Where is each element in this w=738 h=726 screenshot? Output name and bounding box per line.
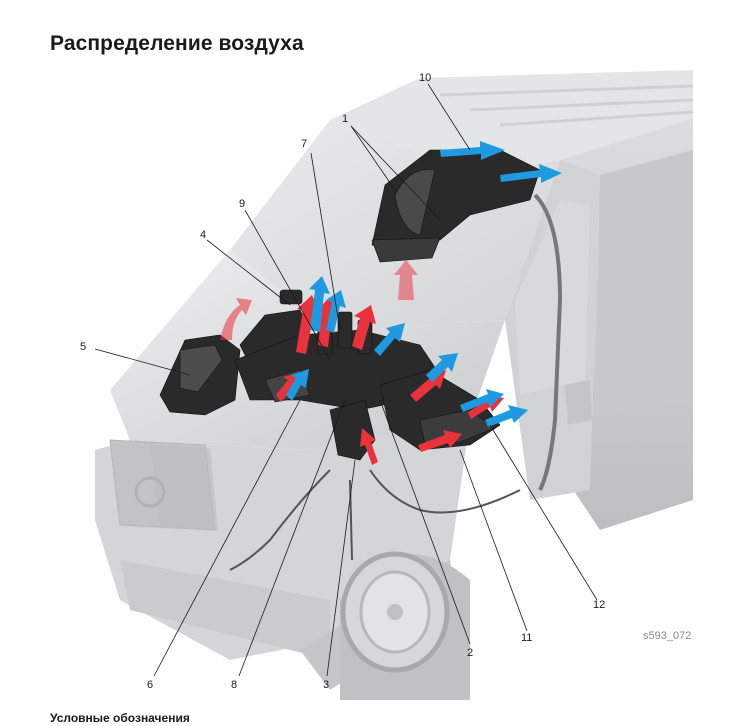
callout-12: 12 xyxy=(593,599,605,611)
callout-4: 4 xyxy=(200,229,206,241)
callout-1: 1 xyxy=(342,113,348,125)
callout-leader-lines xyxy=(94,83,598,677)
callout-5: 5 xyxy=(80,341,86,353)
callout-6: 6 xyxy=(147,679,153,691)
figure-id: s593_072 xyxy=(643,630,691,642)
callout-8: 8 xyxy=(231,679,237,691)
callout-9: 9 xyxy=(239,198,245,210)
callout-10: 10 xyxy=(419,72,431,84)
cool-air-arrows xyxy=(286,141,562,427)
legend-heading: Условные обозначения xyxy=(50,711,190,725)
callout-11: 11 xyxy=(521,632,532,644)
callout-2: 2 xyxy=(467,647,473,659)
page-title: Распределение воздуха xyxy=(50,32,304,55)
callout-3: 3 xyxy=(323,679,329,691)
callout-7: 7 xyxy=(301,138,307,150)
